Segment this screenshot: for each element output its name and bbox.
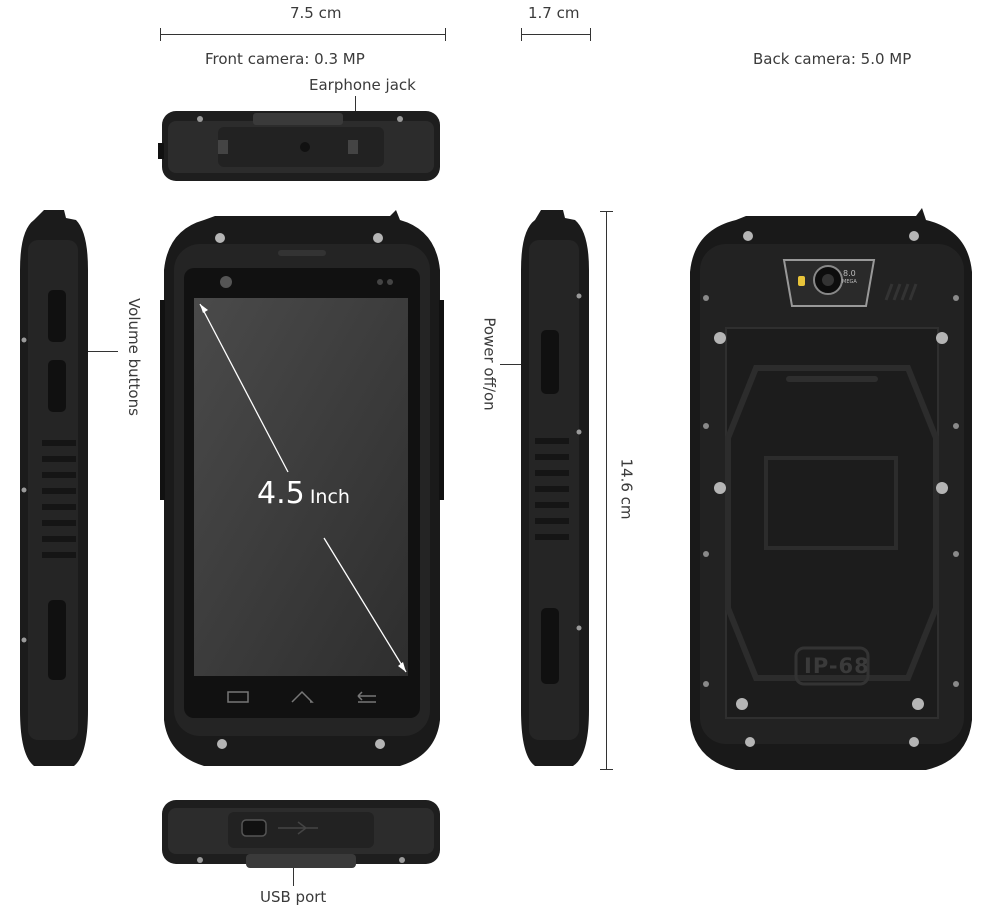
back-key-icon <box>357 691 376 703</box>
height-dimension-line <box>606 211 607 770</box>
speaker-grille-icon <box>884 283 918 301</box>
volume-buttons-label: Volume buttons <box>124 298 143 416</box>
home-key-icon <box>291 690 314 703</box>
ip68-badge <box>794 646 870 686</box>
depth-label: 1.7 cm <box>528 4 580 22</box>
earphone-jack-icon <box>300 142 310 152</box>
volume-pointer <box>86 351 118 352</box>
usb-port-icon <box>241 819 267 837</box>
camera-badge-bottom: MEGA <box>842 279 857 285</box>
phone-right-side-view <box>521 210 589 766</box>
height-dimension-tick-bottom <box>600 769 613 770</box>
height-dimension-tick-top <box>600 211 613 212</box>
depth-dimension-tick-right <box>590 28 591 41</box>
power-button-label: Power off/on <box>480 317 499 411</box>
ip68-badge-text: IP-68 <box>804 654 870 678</box>
width-dimension-line <box>160 34 446 35</box>
front-camera-icon <box>220 276 232 288</box>
screen-diagonal-arrow <box>199 303 407 673</box>
earphone-jack-label: Earphone jack <box>309 76 416 94</box>
width-label: 7.5 cm <box>290 4 342 22</box>
usb-pointer <box>293 852 294 886</box>
height-label: 14.6 cm <box>617 458 636 520</box>
phone-bottom-view <box>162 800 440 868</box>
usb-port-label: USB port <box>260 888 327 906</box>
depth-dimension-line <box>521 34 591 35</box>
screen-size-label: 4.5 Inch <box>257 476 350 511</box>
width-dimension-tick-right <box>445 28 446 41</box>
power-pointer <box>500 364 522 365</box>
width-dimension-tick-left <box>160 28 161 41</box>
screen-size-unit: Inch <box>309 486 350 508</box>
camera-badge-top: 8.0 <box>843 269 856 278</box>
camera-badge: 8.0 MEGA <box>842 270 857 286</box>
back-camera-label: Back camera: 5.0 MP <box>753 50 912 68</box>
phone-top-view <box>158 111 440 181</box>
front-camera-label: Front camera: 0.3 MP <box>205 50 365 68</box>
screen-size-number: 4.5 <box>257 476 305 511</box>
phone-front-view <box>160 210 444 766</box>
flash-icon <box>798 276 805 286</box>
menu-key-icon <box>227 691 249 703</box>
depth-dimension-tick-left <box>521 28 522 41</box>
phone-left-side-view <box>20 210 88 766</box>
phone-back-view <box>690 208 972 770</box>
